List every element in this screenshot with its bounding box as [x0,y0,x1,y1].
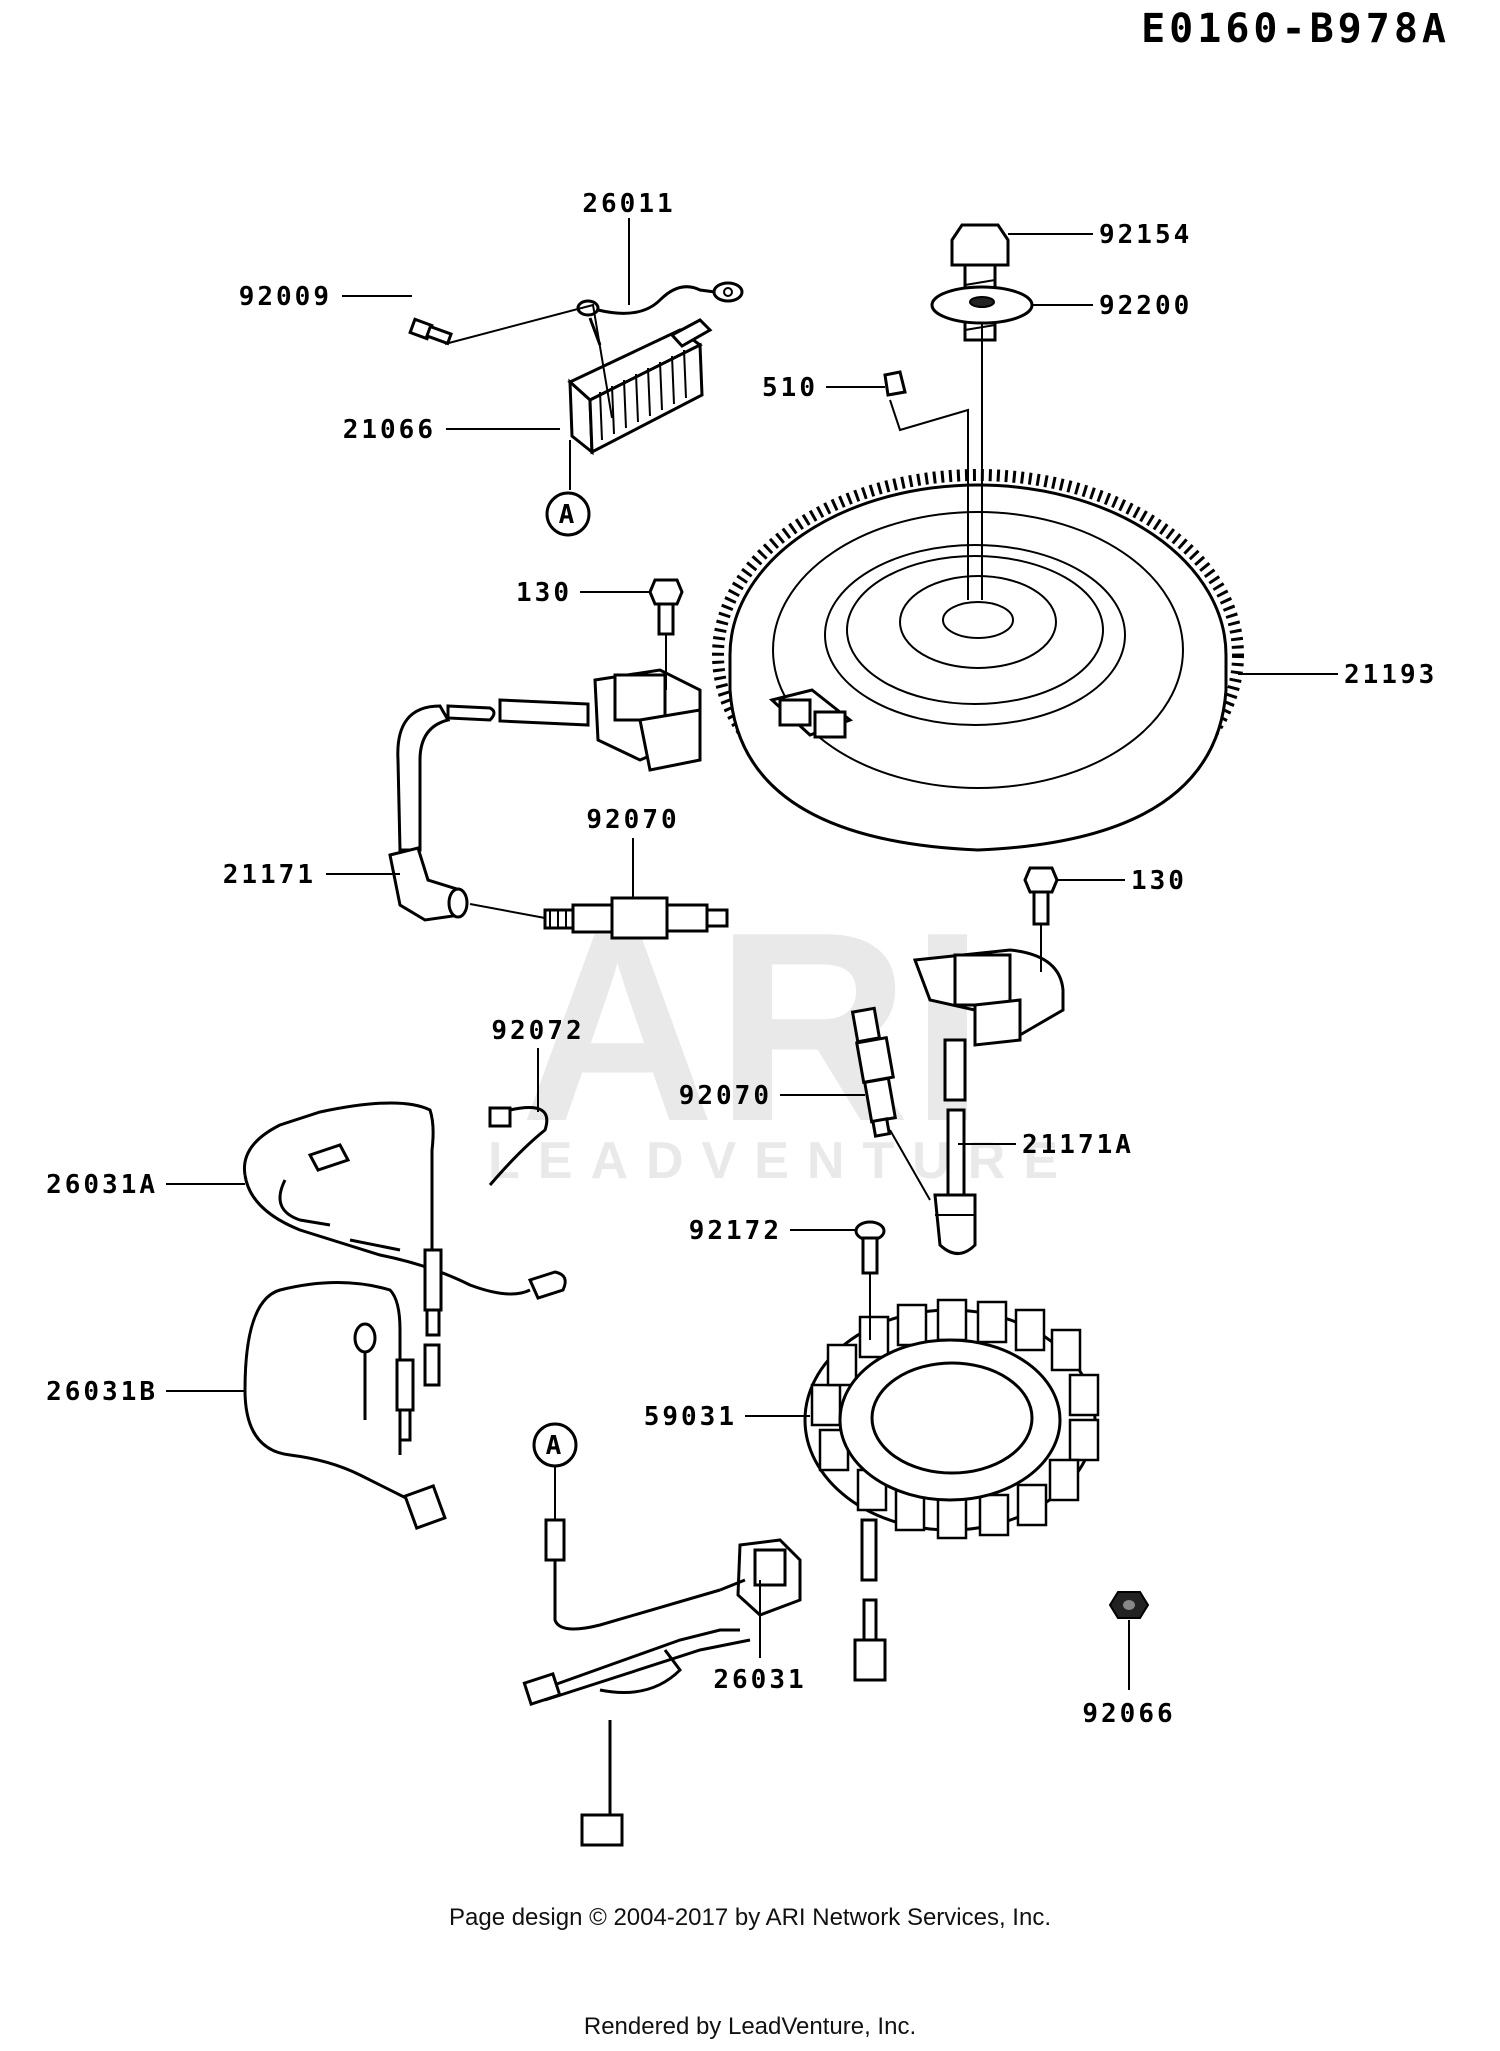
flywheel-part[interactable] [712,469,1244,852]
callout-59031[interactable]: 59031 [644,1402,737,1432]
callout-26011[interactable]: 26011 [582,189,675,219]
diagram-code: E0160-B978A [1141,6,1450,52]
nut-92066-part[interactable] [1108,1591,1150,1619]
callout-92009[interactable]: 92009 [239,282,332,312]
circle-a-top [545,491,591,537]
regulator-part[interactable] [567,318,713,456]
callout-92200[interactable]: 92200 [1099,291,1192,321]
copyright-footer: Page design © 2004-2017 by ARI Network S… [449,1904,1051,1931]
watermark-brand: LEADVENTURE [488,1132,1076,1190]
ignition-coil-b-part[interactable] [912,948,1065,1255]
harness-26031a-part[interactable] [242,1101,567,1337]
callout-26031b[interactable]: 26031B [46,1377,158,1407]
callout-92172[interactable]: 92172 [689,1216,782,1246]
key-510-part[interactable] [883,370,907,397]
callout-21171[interactable]: 21171 [223,860,316,890]
callout-92154[interactable]: 92154 [1099,220,1192,250]
washer-92200-part[interactable] [930,285,1034,325]
callout-510[interactable]: 510 [762,373,818,403]
screw-92009-part[interactable] [408,317,453,346]
callout-130b[interactable]: 130 [1131,866,1187,896]
harness-26031-part[interactable] [522,1422,802,1847]
tie-92072-part[interactable] [488,1106,549,1186]
rendered-by-footer: Rendered by LeadVenture, Inc. [584,2013,916,2040]
callout-26031[interactable]: 26031 [713,1665,806,1695]
screw-130b-part[interactable] [1023,866,1059,926]
callout-a-bottom[interactable]: A [546,1431,565,1461]
callout-21066[interactable]: 21066 [343,415,436,445]
spark-plug-a-part[interactable] [543,896,729,940]
callout-21171a[interactable]: 21171A [1022,1130,1134,1160]
callout-130a[interactable]: 130 [516,578,572,608]
stator-part[interactable] [803,1298,1100,1682]
callout-26031a[interactable]: 26031A [46,1170,158,1200]
screw-92172-part[interactable] [854,1220,886,1275]
ground-wire-part[interactable] [576,281,744,346]
callout-92070b[interactable]: 92070 [679,1081,772,1111]
callout-92066[interactable]: 92066 [1082,1699,1175,1729]
spark-plug-b-part[interactable] [850,1006,898,1138]
harness-26031b-part[interactable] [243,1281,447,1531]
callout-21193[interactable]: 21193 [1344,660,1437,690]
callout-92070a[interactable]: 92070 [586,805,679,835]
callout-92072[interactable]: 92072 [491,1016,584,1046]
ignition-coil-part[interactable] [388,668,702,922]
screw-130a-part[interactable] [648,578,684,636]
callout-a-top[interactable]: A [559,500,578,530]
